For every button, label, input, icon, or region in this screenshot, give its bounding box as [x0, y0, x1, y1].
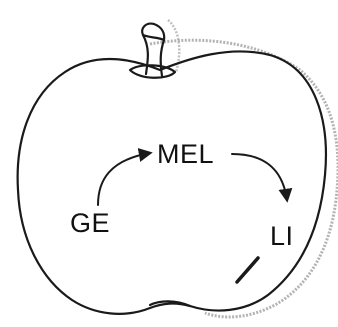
label-end: LI — [270, 221, 294, 251]
bruise-mark — [237, 258, 258, 282]
arrow-mel-to-li — [232, 154, 287, 200]
label-start: GE — [70, 208, 110, 238]
apple-outline — [18, 51, 326, 313]
label-middle: MEL — [157, 139, 214, 169]
arrow-ge-to-mel — [98, 153, 150, 205]
